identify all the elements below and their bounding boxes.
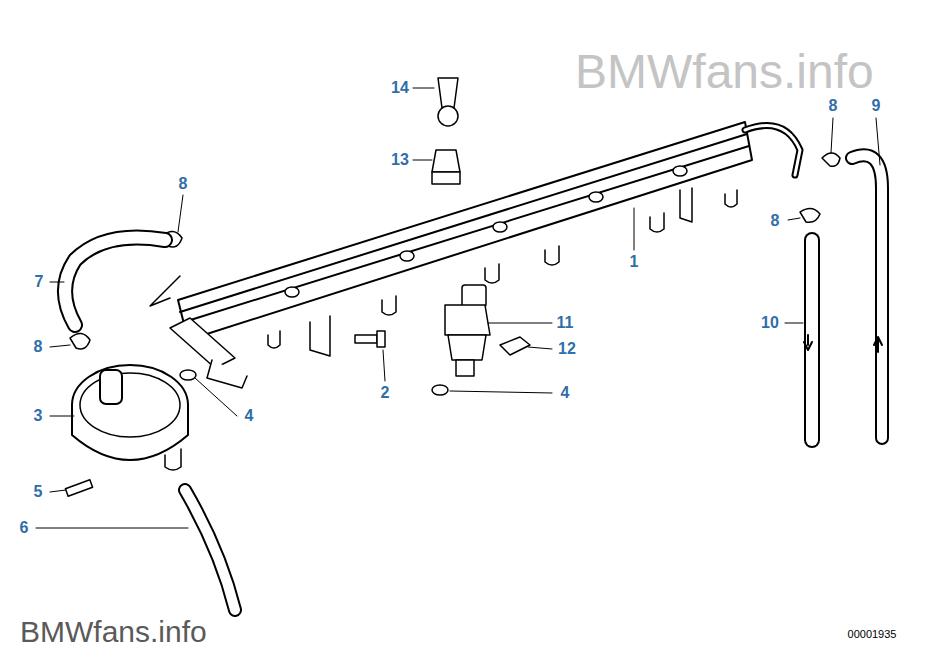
- callout-number: 8: [179, 176, 188, 192]
- callout-number: 4: [245, 408, 254, 424]
- callout-number: 8: [34, 339, 43, 355]
- callout-number: 7: [35, 274, 44, 290]
- diagram-code: 00001935: [848, 629, 897, 640]
- watermark: BMWfans.info: [575, 48, 874, 96]
- callout-number: 14: [391, 80, 409, 96]
- callout-number: 1: [630, 254, 639, 270]
- callout-number: 5: [34, 484, 43, 500]
- watermark: BMWfans.info: [20, 617, 207, 647]
- callout-number: 10: [761, 315, 779, 331]
- callout-number: 3: [34, 408, 43, 424]
- callout-number: 6: [20, 520, 29, 536]
- callout-number: 2: [381, 385, 390, 401]
- callout-number: 13: [391, 152, 409, 168]
- callout-number: 11: [557, 315, 574, 331]
- callout-number: 4: [561, 385, 570, 401]
- callout-number: 8: [771, 213, 780, 229]
- callout-number: 8: [829, 98, 838, 114]
- callout-number: 9: [872, 98, 881, 114]
- callout-number: 12: [558, 341, 576, 357]
